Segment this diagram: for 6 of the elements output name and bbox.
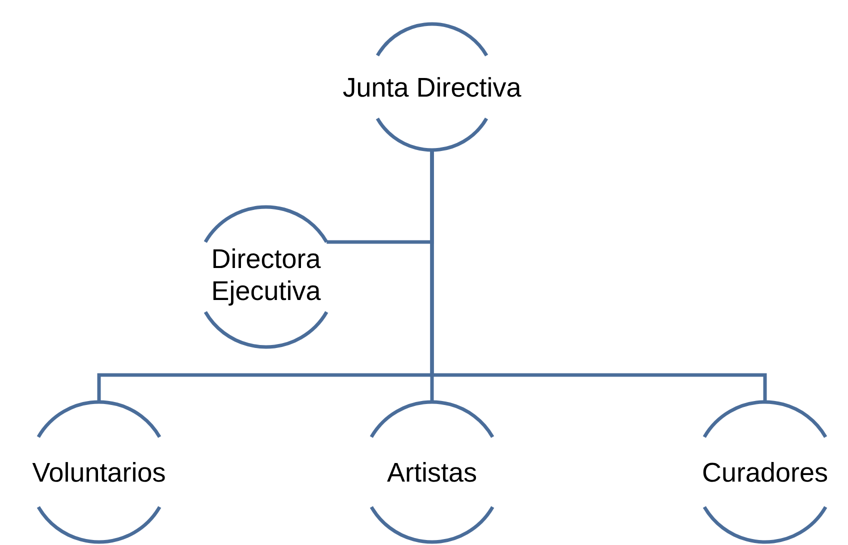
connector-line	[430, 150, 767, 402]
circle-node: Directora Ejecutiva	[204, 205, 328, 349]
circle-node: Voluntarios	[32, 400, 165, 544]
circle-node: Artistas	[370, 400, 494, 544]
circle-node: Curadores	[702, 400, 828, 544]
circle-node: Junta Directiva	[343, 22, 522, 152]
